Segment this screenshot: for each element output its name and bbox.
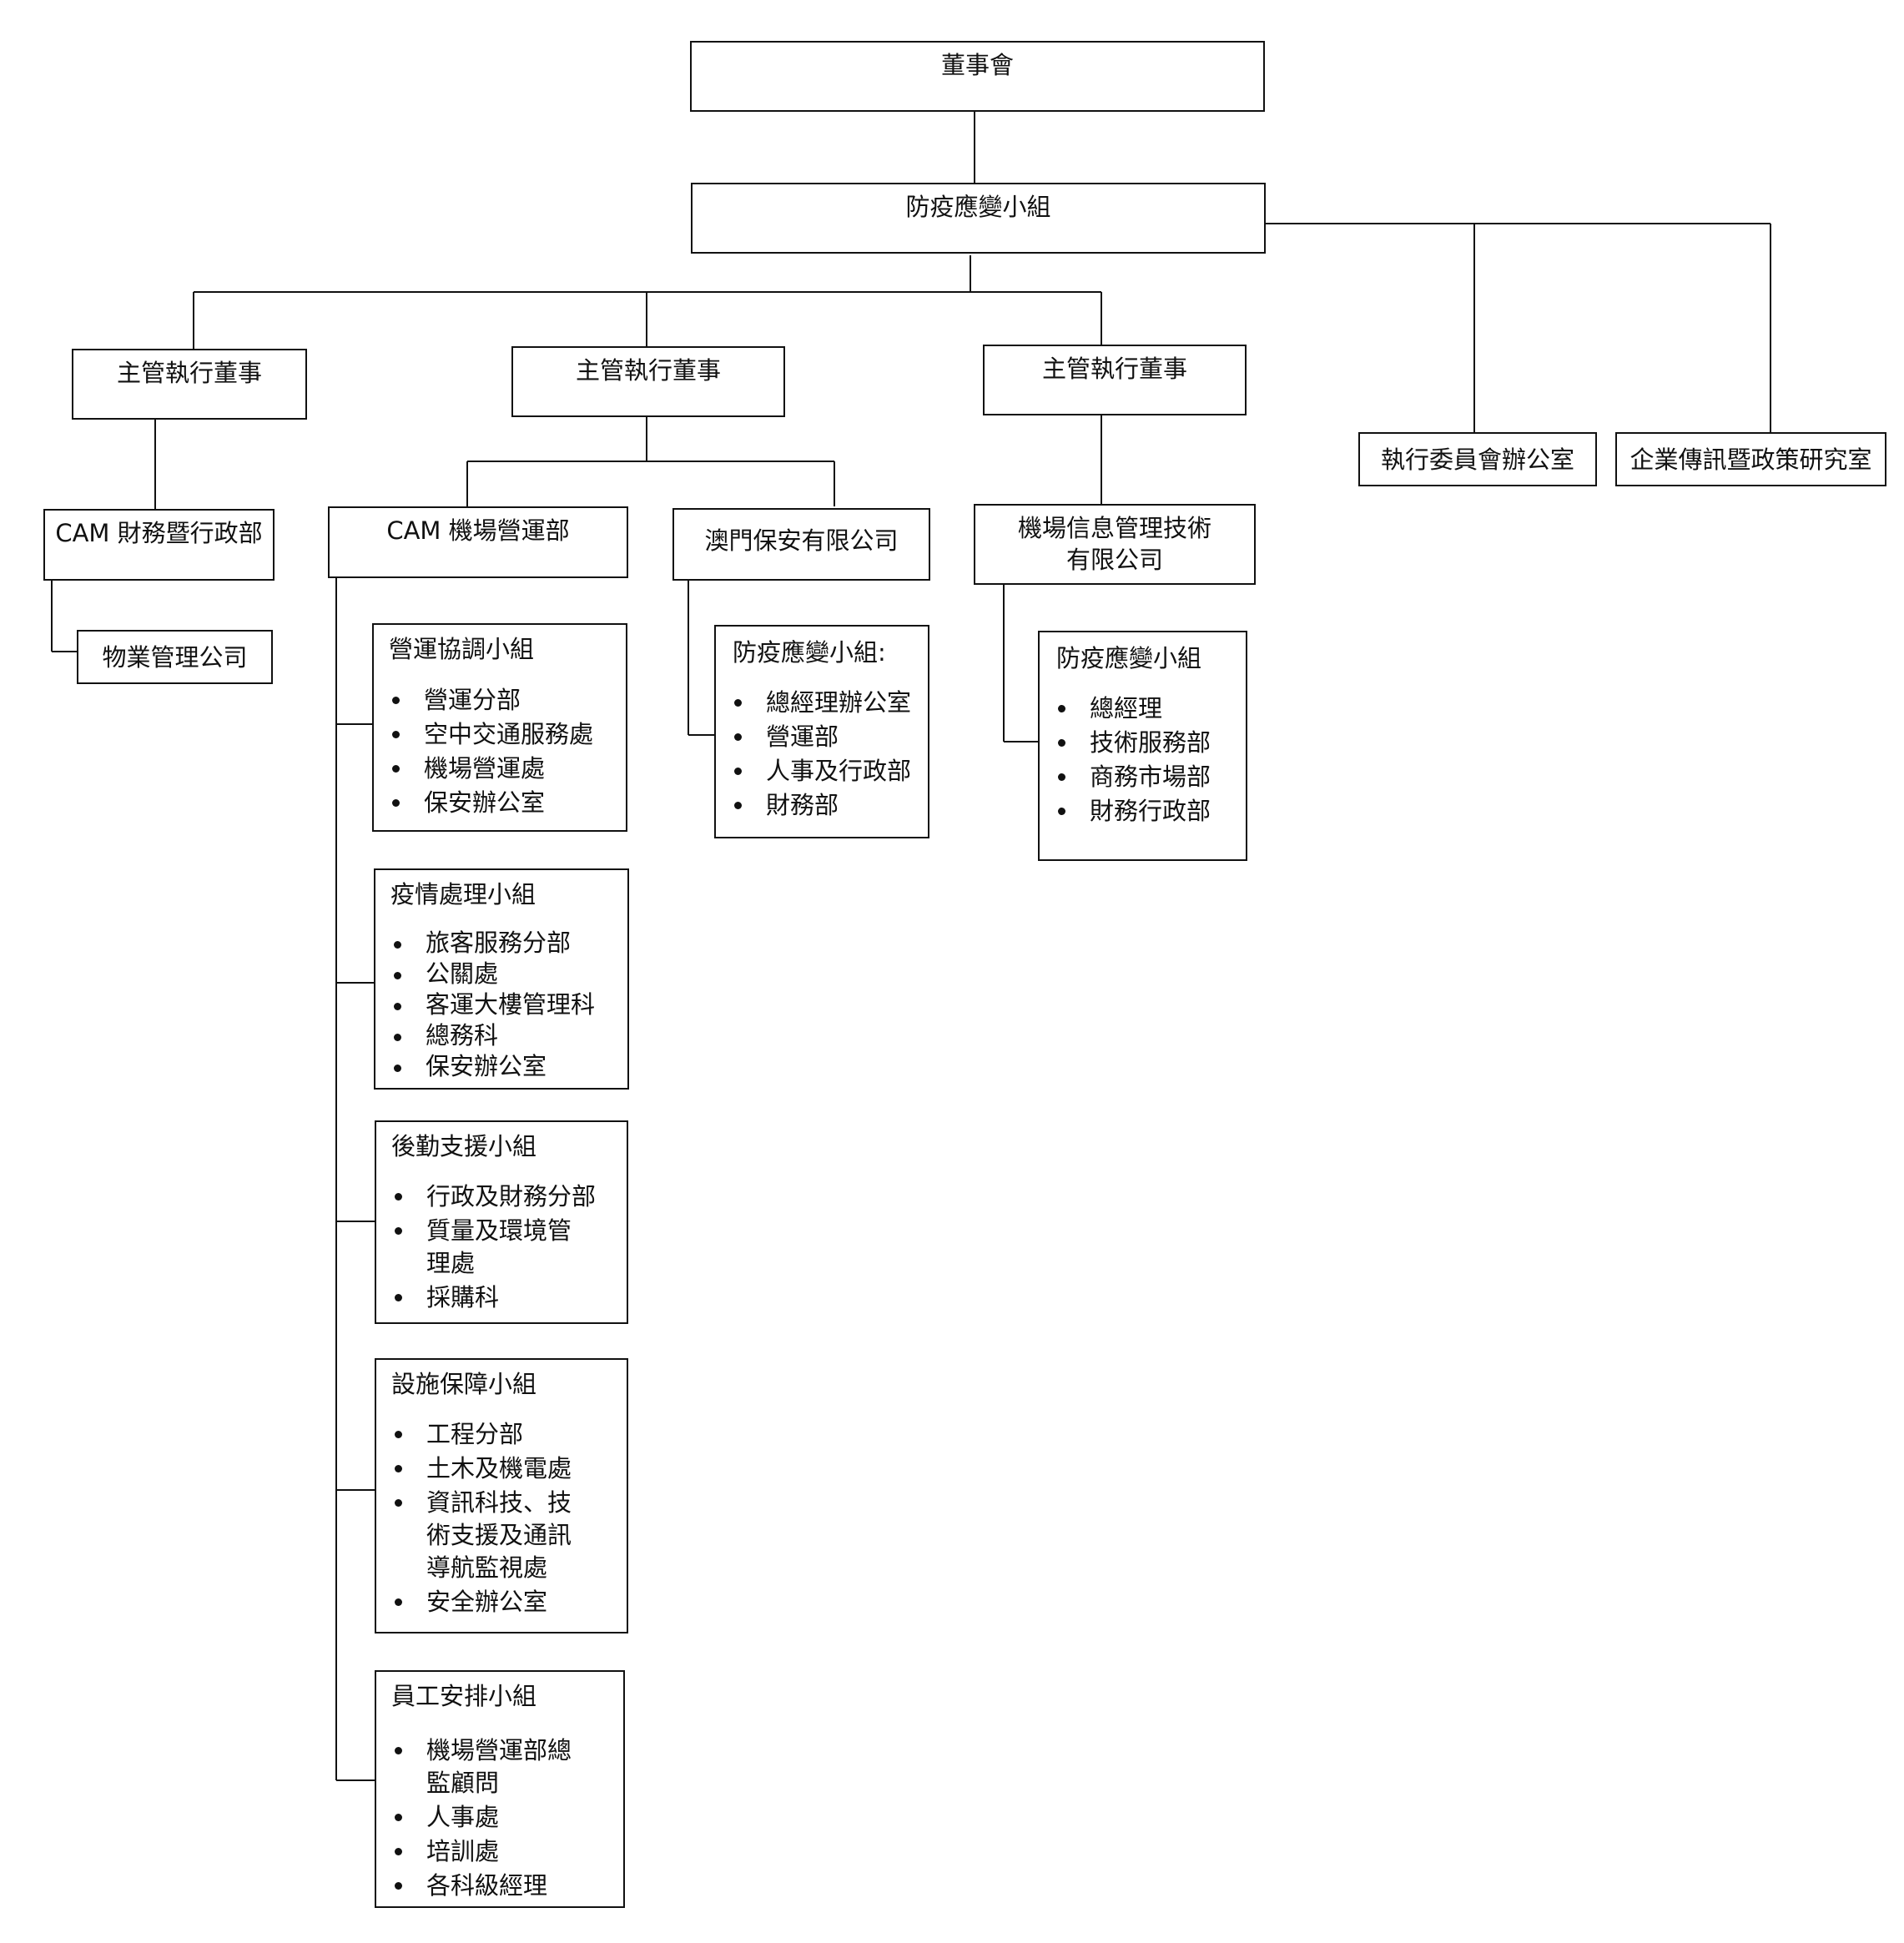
list-item: 保安辦公室	[374, 787, 593, 819]
list-item: 機場營運處	[374, 753, 593, 785]
security-task-force-group: 防疫應變小組: 總經理辦公室 營運部 人事及行政部 財務部	[714, 625, 929, 838]
group-title: 後勤支援小組	[391, 1132, 537, 1160]
exec-director-label-2: 主管執行董事	[575, 356, 721, 385]
cam-finance-admin-label: CAM 財務暨行政部	[55, 519, 263, 547]
group-title: 防疫應變小組:	[733, 638, 886, 667]
list-item: 總務科	[375, 1021, 595, 1050]
list-item: 土木及機電處	[376, 1452, 627, 1485]
list-item: 機場營運部總監顧問	[376, 1734, 623, 1800]
group-list: 營運分部 空中交通服務處 機場營運處 保安辦公室	[374, 684, 593, 821]
list-item: 技術服務部	[1040, 727, 1211, 759]
list-item: 財務行政部	[1040, 795, 1211, 828]
list-item: 工程分部	[376, 1418, 627, 1451]
list-item: 資訊科技、技術支援及通訊導航監視處	[376, 1487, 627, 1584]
list-item: 人事及行政部	[716, 755, 911, 788]
macau-security-box: 澳門保安有限公司	[672, 508, 930, 581]
airport-it-box: 機場信息管理技術 有限公司	[974, 504, 1256, 585]
ops-coordination-group: 營運協調小組 營運分部 空中交通服務處 機場營運處 保安辦公室	[372, 623, 627, 832]
list-item: 公關處	[375, 959, 595, 989]
corp-comm-office-label: 企業傳訊暨政策研究室	[1629, 445, 1872, 474]
list-item: 保安辦公室	[375, 1052, 595, 1081]
list-item: 安全辦公室	[376, 1586, 627, 1618]
corp-comm-office-box: 企業傳訊暨政策研究室	[1615, 432, 1886, 486]
group-title: 疫情處理小組	[390, 880, 536, 909]
cam-finance-admin-box: CAM 財務暨行政部	[43, 509, 275, 581]
list-item: 總經理	[1040, 692, 1211, 725]
cam-airport-ops-label: CAM 機場營運部	[386, 516, 570, 545]
facility-support-group: 設施保障小組 工程分部 土木及機電處 資訊科技、技術支援及通訊導航監視處 安全辦…	[375, 1358, 628, 1633]
it-task-force-group: 防疫應變小組 總經理 技術服務部 商務市場部 財務行政部	[1038, 631, 1247, 861]
group-title: 防疫應變小組	[1056, 644, 1202, 672]
exec-director-label-3: 主管執行董事	[1041, 355, 1187, 383]
airport-it-label-line1: 機場信息管理技術	[1017, 514, 1211, 542]
group-list: 旅客服務分部 公關處 客運大樓管理科 總務科 保安辦公室	[375, 929, 595, 1083]
group-list: 機場營運部總監顧問 人事處 培訓處 各科級經理	[376, 1734, 623, 1904]
airport-it-label-line2: 有限公司	[1065, 546, 1163, 574]
task-force-label: 防疫應變小組	[905, 193, 1051, 221]
exec-committee-office-label: 執行委員會辦公室	[1380, 445, 1574, 474]
exec-director-box-1: 主管執行董事	[72, 349, 307, 420]
list-item: 培訓處	[376, 1835, 623, 1868]
list-item: 營運分部	[374, 684, 593, 717]
epidemic-handling-group: 疫情處理小組 旅客服務分部 公關處 客運大樓管理科 總務科 保安辦公室	[374, 868, 629, 1090]
list-item: 客運大樓管理科	[375, 990, 595, 1019]
list-item: 總經理辦公室	[716, 687, 911, 719]
list-item: 商務市場部	[1040, 761, 1211, 793]
exec-director-label-1: 主管執行董事	[116, 359, 262, 387]
group-title: 員工安排小組	[391, 1682, 537, 1710]
board-label: 董事會	[940, 51, 1014, 79]
logistics-support-group: 後勤支援小組 行政及財務分部 質量及環境管理處 採購科	[375, 1120, 628, 1324]
task-force-box: 防疫應變小組	[691, 183, 1266, 254]
list-item: 採購科	[376, 1281, 627, 1314]
exec-director-box-2: 主管執行董事	[511, 346, 785, 417]
exec-director-box-3: 主管執行董事	[983, 345, 1247, 415]
staff-arrangement-group: 員工安排小組 機場營運部總監顧問 人事處 培訓處 各科級經理	[375, 1670, 625, 1908]
list-item: 營運部	[716, 721, 911, 753]
list-item: 旅客服務分部	[375, 929, 595, 958]
exec-committee-office-box: 執行委員會辦公室	[1358, 432, 1597, 486]
list-item: 空中交通服務處	[374, 718, 593, 751]
list-item: 行政及財務分部	[376, 1180, 627, 1213]
board-box: 董事會	[690, 41, 1265, 112]
list-item: 質量及環境管理處	[376, 1215, 627, 1280]
group-list: 總經理 技術服務部 商務市場部 財務行政部	[1040, 692, 1211, 829]
list-item: 財務部	[716, 789, 911, 822]
list-item: 各科級經理	[376, 1870, 623, 1902]
group-list: 工程分部 土木及機電處 資訊科技、技術支援及通訊導航監視處 安全辦公室	[376, 1418, 627, 1620]
property-mgmt-label: 物業管理公司	[102, 643, 248, 672]
cam-airport-ops-box: CAM 機場營運部	[328, 506, 628, 578]
group-list: 總經理辦公室 營運部 人事及行政部 財務部	[716, 687, 911, 823]
macau-security-label: 澳門保安有限公司	[704, 526, 899, 555]
group-title: 設施保障小組	[391, 1370, 537, 1398]
group-list: 行政及財務分部 質量及環境管理處 採購科	[376, 1180, 627, 1316]
list-item: 人事處	[376, 1801, 623, 1834]
property-mgmt-box: 物業管理公司	[77, 630, 273, 684]
group-title: 營運協調小組	[389, 635, 535, 663]
